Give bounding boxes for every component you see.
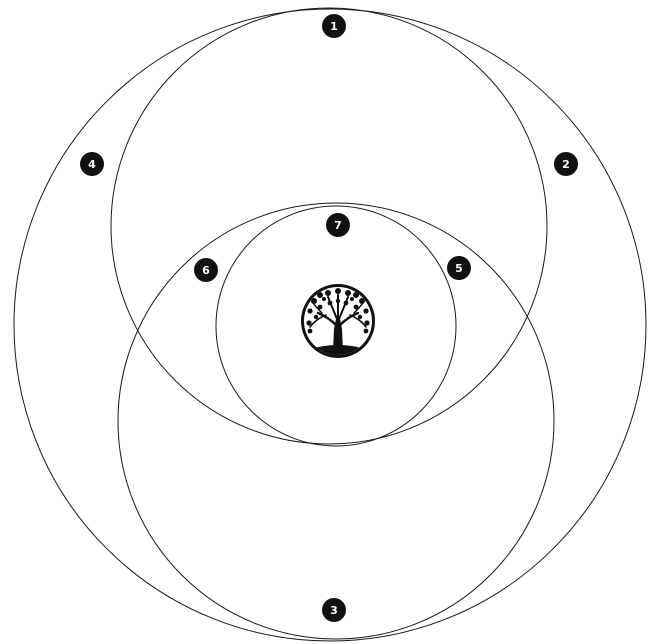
marker-4-label: 4 bbox=[88, 158, 96, 171]
marker-2: 2 bbox=[554, 152, 578, 176]
marker-2-label: 2 bbox=[562, 158, 570, 171]
marker-6: 6 bbox=[194, 258, 218, 282]
tree-of-life-icon bbox=[298, 284, 378, 377]
marker-7: 7 bbox=[326, 213, 350, 237]
marker-3: 3 bbox=[322, 598, 346, 622]
lower-circle bbox=[118, 203, 554, 639]
marker-5: 5 bbox=[447, 256, 471, 280]
marker-3-label: 3 bbox=[330, 604, 338, 617]
marker-1: 1 bbox=[322, 14, 346, 38]
marker-7-label: 7 bbox=[334, 219, 342, 232]
marker-5-label: 5 bbox=[455, 262, 463, 275]
marker-1-label: 1 bbox=[330, 20, 338, 33]
marker-6-label: 6 bbox=[202, 264, 210, 277]
marker-4: 4 bbox=[80, 152, 104, 176]
